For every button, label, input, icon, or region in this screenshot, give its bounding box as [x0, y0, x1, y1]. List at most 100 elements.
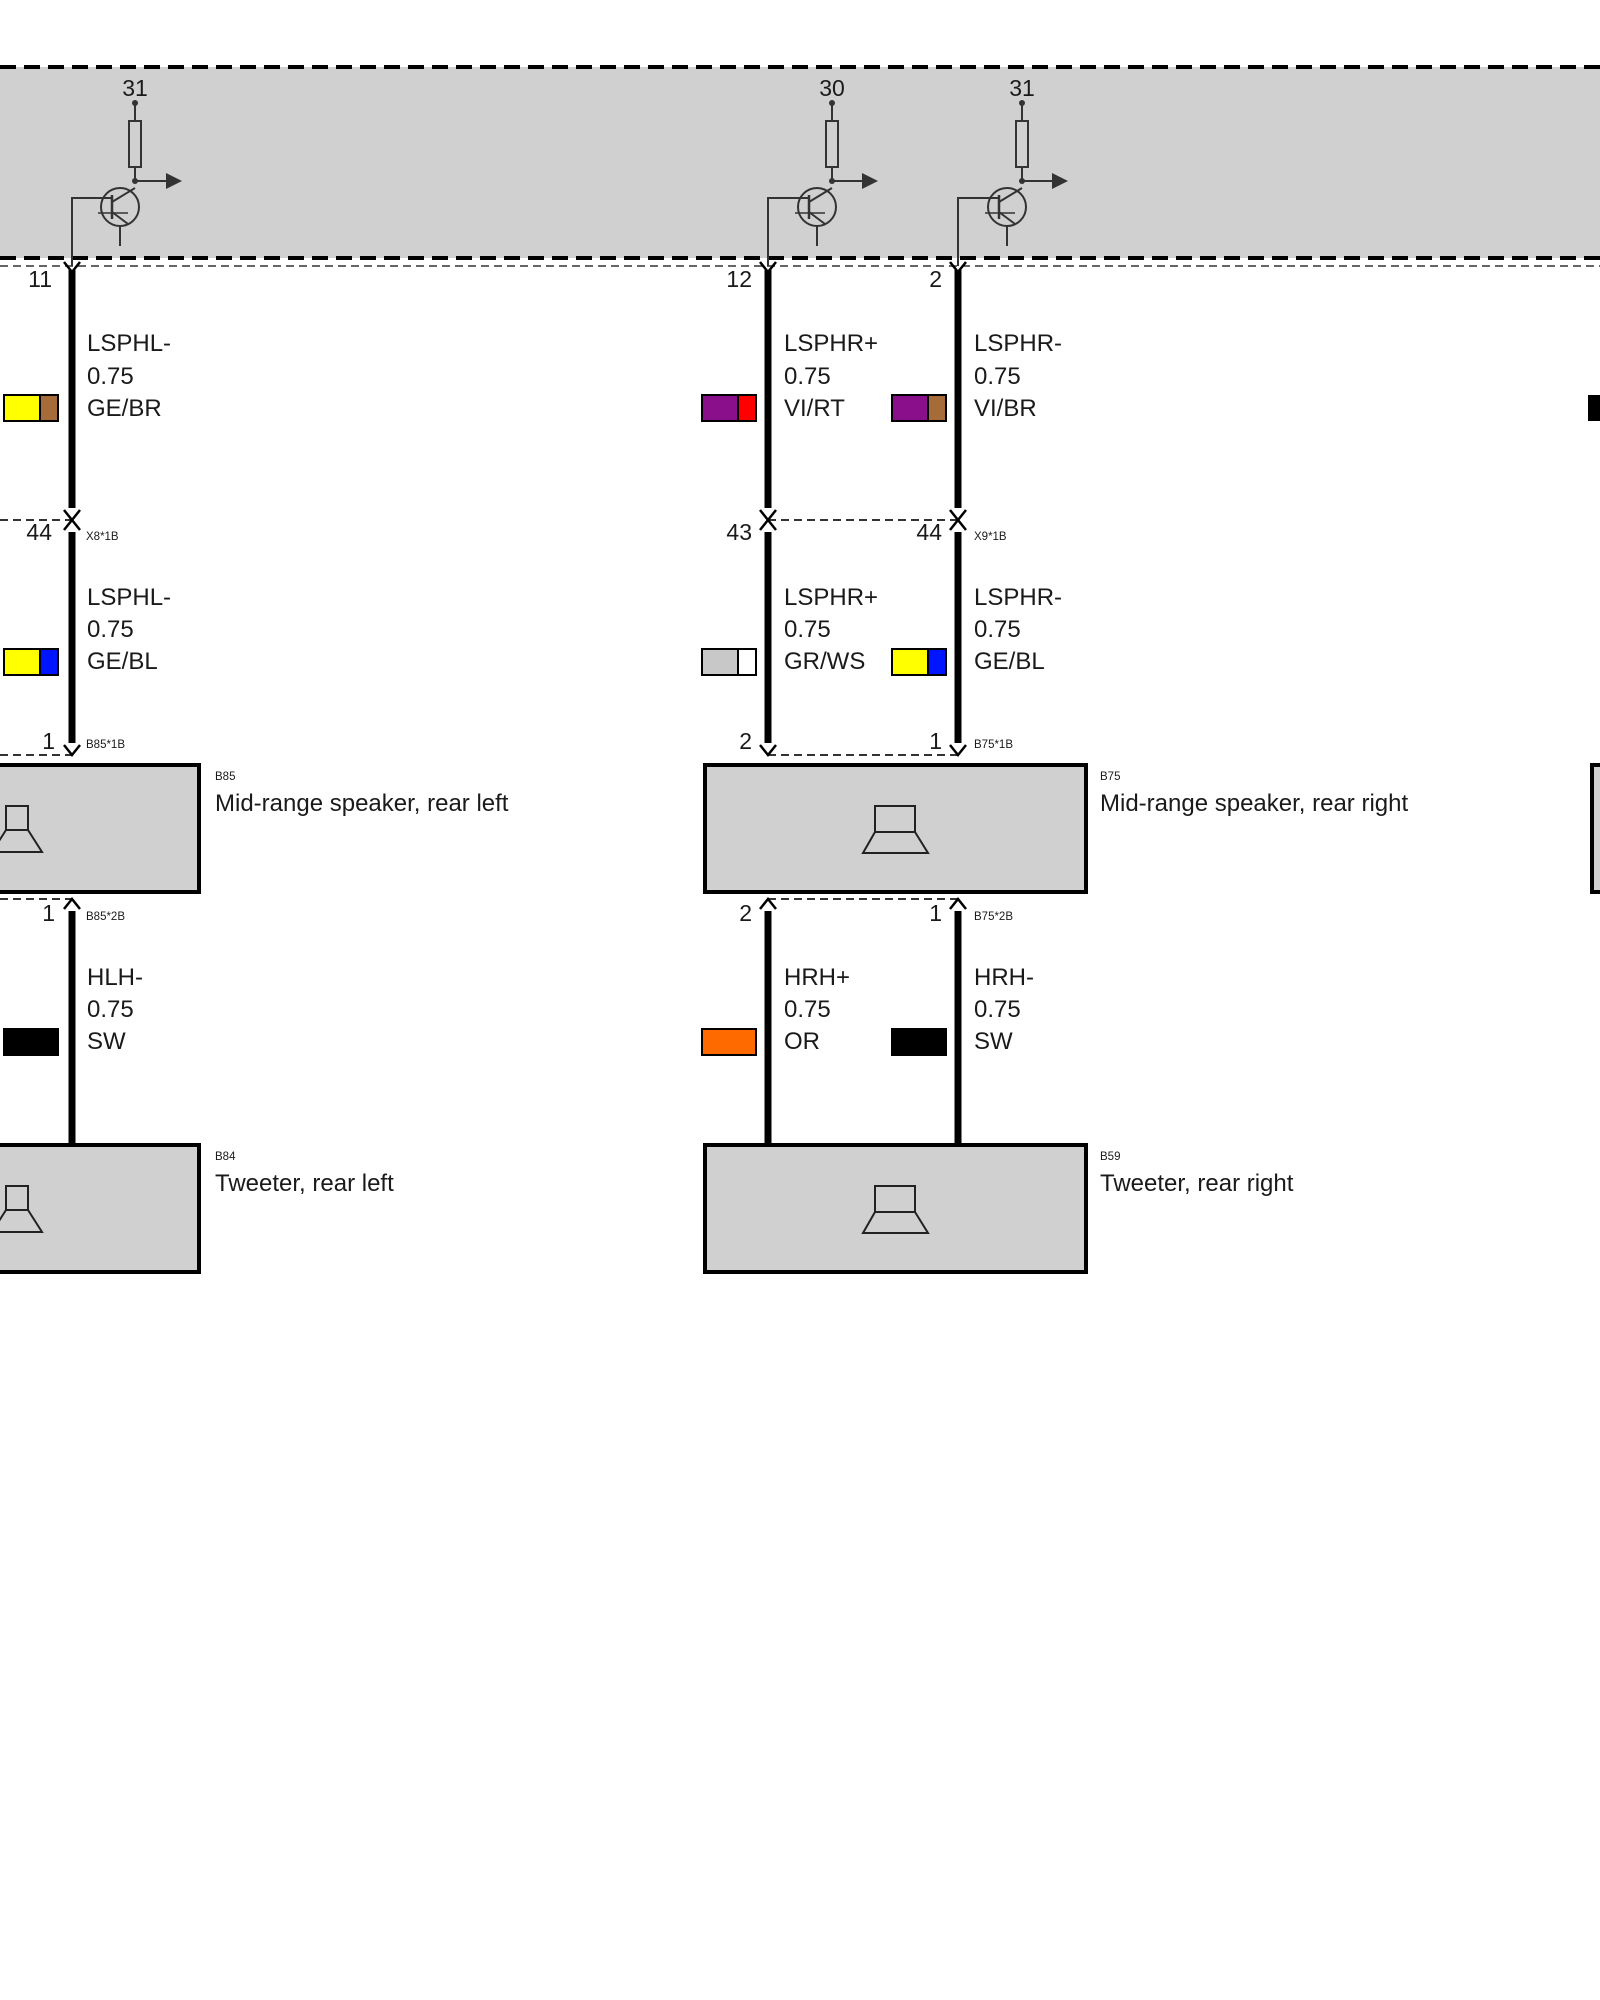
- pin-number: 2: [929, 266, 942, 292]
- wire-size: 0.75: [974, 996, 1021, 1023]
- swatch-part: [701, 648, 739, 676]
- swatch-part: [737, 394, 757, 422]
- connector-label: B75*1B: [974, 739, 1013, 751]
- swatch-part: [927, 394, 947, 422]
- transistor-driver-icon: 31: [957, 75, 1068, 266]
- pin-number: 2: [739, 900, 752, 926]
- speaker-icon: [861, 1185, 930, 1234]
- component-name: Mid-range speaker, rear right: [1100, 790, 1408, 817]
- transistor-driver-icon: 31: [71, 75, 182, 266]
- component-name: Tweeter, rear left: [215, 1170, 394, 1197]
- pin-number: 43: [726, 519, 752, 545]
- wire-label-left-bottom: HLH- 0.75 SW: [87, 964, 143, 1055]
- wire-color-code: GE/BL: [87, 648, 158, 675]
- wire-size: 0.75: [784, 363, 831, 390]
- pin-number: 44: [916, 519, 942, 545]
- wire-label-right-plus-top: LSPHR+ 0.75 VI/RT: [784, 330, 878, 422]
- component-code: B84: [215, 1151, 236, 1163]
- connector-label: B85*2B: [86, 911, 125, 923]
- pin-number: 12: [726, 266, 752, 292]
- swatch-part: [701, 1028, 757, 1056]
- component-code: B75: [1100, 771, 1120, 783]
- signal-name: HRH+: [784, 964, 850, 991]
- color-swatch: [891, 648, 947, 676]
- connector-label: B85*1B: [86, 739, 125, 751]
- wire-color-code: GR/WS: [784, 648, 865, 675]
- swatch-part: [891, 648, 929, 676]
- wire-color-code: GE/BL: [974, 648, 1045, 675]
- connector-label: X9*1B: [974, 531, 1007, 543]
- connector-label: X8*1B: [86, 531, 119, 543]
- supply-label: 30: [819, 75, 845, 101]
- swatch-part: [39, 394, 59, 422]
- component-b84: B84 Tweeter, rear left: [0, 1143, 394, 1274]
- wire-color-code: VI/RT: [784, 395, 845, 422]
- speaker-icon: [0, 1185, 44, 1233]
- wire-label-left-top: LSPHL- 0.75 GE/BR: [87, 330, 171, 422]
- pin-number: 1: [42, 900, 55, 926]
- pin-number: 1: [42, 728, 55, 754]
- signal-name: LSPHL-: [87, 330, 171, 357]
- supply-label: 31: [1009, 75, 1035, 101]
- signal-name: LSPHL-: [87, 584, 171, 611]
- transistor-driver-icon: 30: [767, 75, 878, 266]
- speaker-icon: [861, 805, 930, 854]
- color-swatch: [3, 1028, 59, 1056]
- wire-color-code: GE/BR: [87, 395, 162, 422]
- component-code: B59: [1100, 1151, 1120, 1163]
- pin-number: 2: [739, 728, 752, 754]
- component-edge: [1590, 763, 1600, 894]
- signal-name: LSPHR+: [784, 584, 878, 611]
- component-name: Tweeter, rear right: [1100, 1170, 1294, 1197]
- pin-number: 1: [929, 900, 942, 926]
- signal-name: LSPHR-: [974, 584, 1062, 611]
- wire-label-right-minus-top: LSPHR- 0.75 VI/BR: [974, 330, 1062, 422]
- control-unit-box: [0, 67, 1600, 258]
- pin-number: 1: [929, 728, 942, 754]
- wire-color-code: SW: [87, 1028, 126, 1055]
- color-swatch: [3, 394, 59, 422]
- signal-name: HRH-: [974, 964, 1034, 991]
- color-swatch-edge: [1588, 395, 1600, 421]
- wire-size: 0.75: [974, 616, 1021, 643]
- wire-label-right-minus-bottom: HRH- 0.75 SW: [974, 964, 1034, 1055]
- swatch-part: [927, 648, 947, 676]
- wire-size: 0.75: [784, 996, 831, 1023]
- color-swatch: [891, 394, 947, 422]
- pin-number: 11: [28, 266, 52, 292]
- swatch-part: [39, 648, 59, 676]
- wire-size: 0.75: [87, 363, 134, 390]
- component-name: Mid-range speaker, rear left: [215, 790, 509, 817]
- pin-junction-markers: [63, 261, 967, 910]
- wire-size: 0.75: [784, 616, 831, 643]
- wire-label-left-mid: LSPHL- 0.75 GE/BL: [87, 584, 171, 675]
- wire-label-right-plus-mid: LSPHR+ 0.75 GR/WS: [784, 584, 878, 675]
- color-swatch: [3, 648, 59, 676]
- component-code: B85: [215, 771, 235, 783]
- wire-label-right-plus-bottom: HRH+ 0.75 OR: [784, 964, 850, 1055]
- swatch-part: [3, 394, 41, 422]
- color-swatch: [701, 394, 757, 422]
- color-swatch: [701, 648, 757, 676]
- swatch-part: [891, 1028, 947, 1056]
- component-b75: B75 Mid-range speaker, rear right: [703, 763, 1408, 894]
- wire-size: 0.75: [87, 996, 134, 1023]
- wire-size: 0.75: [87, 616, 134, 643]
- supply-label: 31: [122, 75, 148, 101]
- swatch-part: [3, 648, 41, 676]
- swatch-part: [891, 394, 929, 422]
- wire-color-code: VI/BR: [974, 395, 1037, 422]
- wire-label-right-minus-mid: LSPHR- 0.75 GE/BL: [974, 584, 1062, 675]
- signal-name: LSPHR-: [974, 330, 1062, 357]
- wire-color-code: SW: [974, 1028, 1013, 1055]
- wire-color-code: OR: [784, 1028, 820, 1055]
- swatch-part: [701, 394, 739, 422]
- signal-name: LSPHR+: [784, 330, 878, 357]
- component-b59: B59 Tweeter, rear right: [703, 1143, 1294, 1274]
- component-b85: B85 Mid-range speaker, rear left: [0, 763, 509, 894]
- color-swatch: [701, 1028, 757, 1056]
- speaker-icon: [0, 805, 44, 853]
- pin-number: 44: [26, 519, 52, 545]
- swatch-part: [737, 648, 757, 676]
